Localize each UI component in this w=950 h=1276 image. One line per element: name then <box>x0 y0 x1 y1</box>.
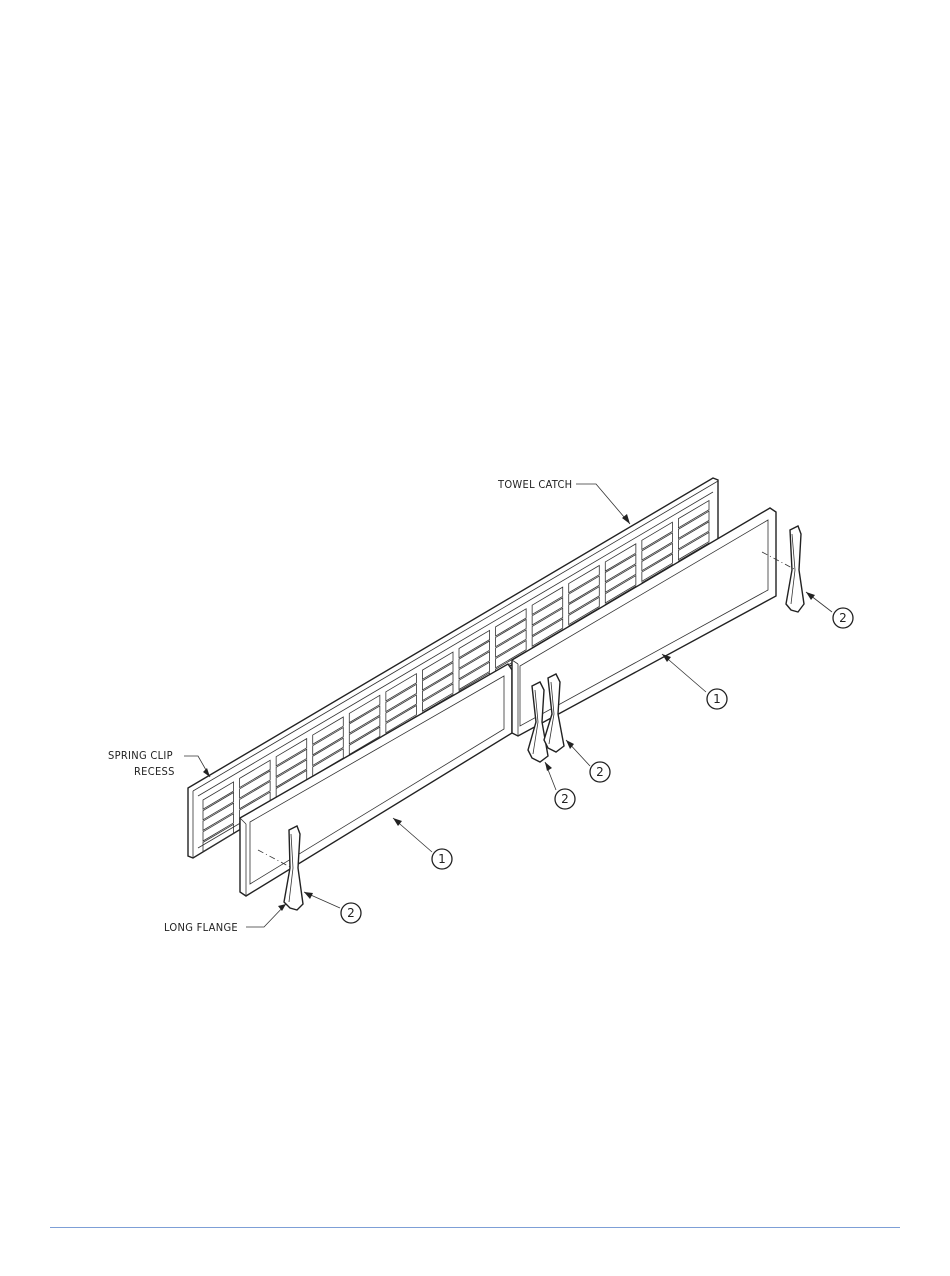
svg-text:2: 2 <box>839 611 847 625</box>
svg-text:2: 2 <box>347 906 355 920</box>
svg-text:1: 1 <box>713 692 721 706</box>
spring-clip-recess-label-1: SPRING CLIP <box>108 749 173 762</box>
callout-2-right: 2 <box>806 592 853 628</box>
footer-divider <box>50 1227 900 1228</box>
svg-text:2: 2 <box>561 792 569 806</box>
long-flange-label: LONG FLANGE <box>164 921 238 934</box>
spring-clip-recess-label-2: RECESS <box>134 765 175 778</box>
callout-2-center-a: 2 <box>545 762 575 809</box>
svg-text:1: 1 <box>438 852 446 866</box>
callout-1-left: 1 <box>393 818 452 869</box>
spring-clip-right <box>786 526 804 612</box>
svg-text:2: 2 <box>596 765 604 779</box>
callout-1-right: 1 <box>662 654 727 709</box>
callout-2-center-b: 2 <box>566 740 610 782</box>
towel-catch-label: TOWEL CATCH <box>497 478 572 491</box>
callout-2-left: 2 <box>304 892 361 923</box>
